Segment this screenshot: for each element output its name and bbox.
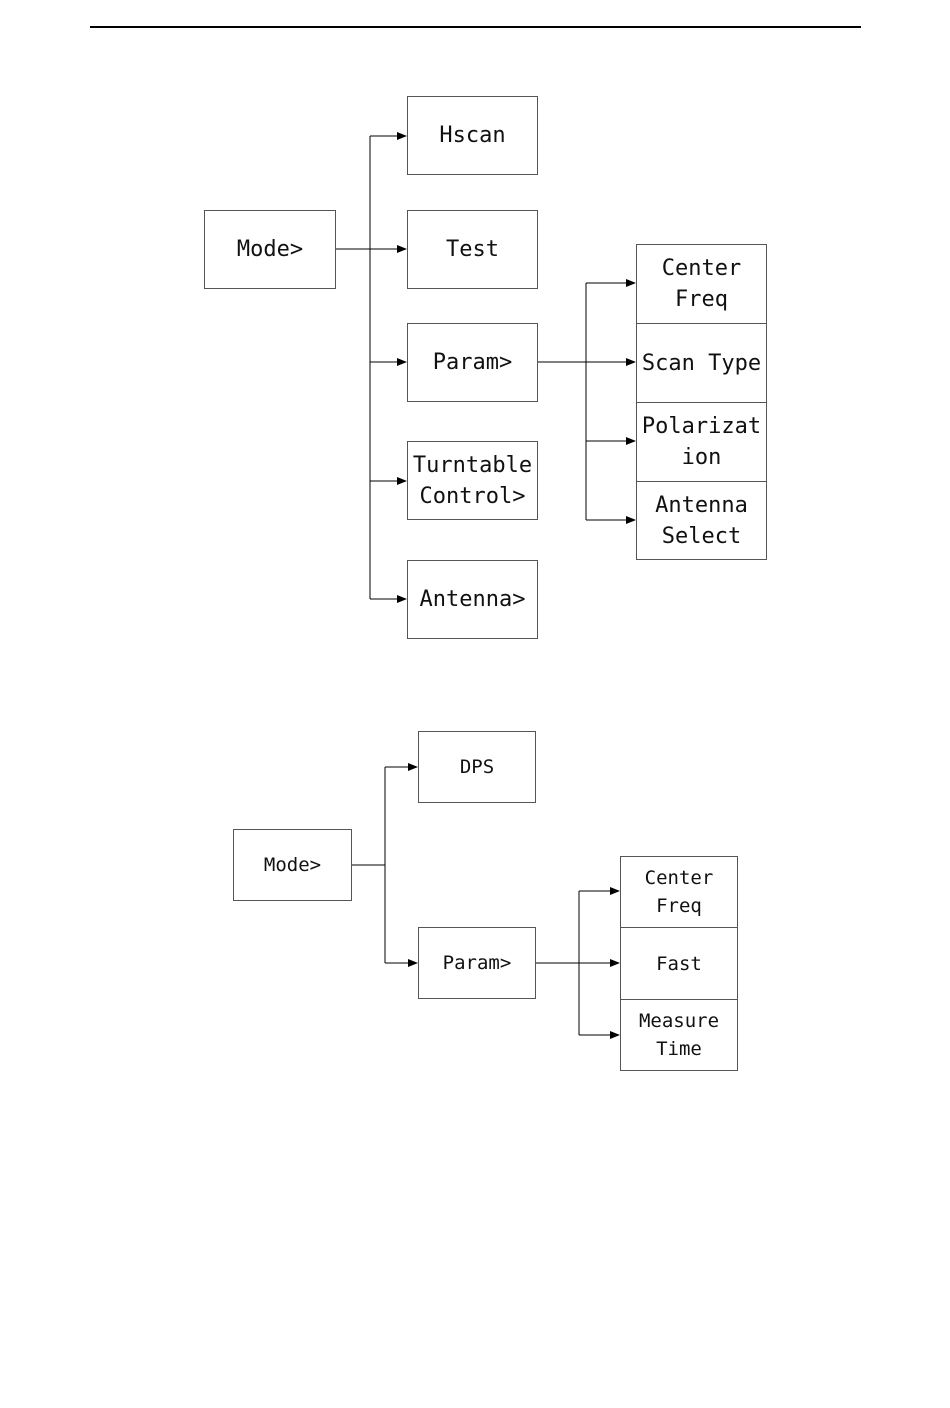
turntable-control-node: Turntable Control> (407, 441, 538, 520)
fast-node: Fast (620, 927, 738, 1000)
antenna-node: Antenna> (407, 560, 538, 639)
center-freq-node: Center Freq (636, 244, 767, 324)
node-label: Mode> (237, 234, 303, 265)
node-label: Mode> (264, 851, 321, 879)
node-label-line1: Center (662, 253, 741, 284)
hscan-node: Hscan (407, 96, 538, 175)
node-label-line1: Polarizat (642, 411, 761, 442)
mode-node-2: Mode> (233, 829, 352, 901)
node-label-line1: Measure (639, 1007, 719, 1035)
antenna-select-node: Antenna Select (636, 481, 767, 560)
node-label: DPS (460, 753, 494, 781)
node-label: Fast (656, 950, 702, 978)
node-label-line2: Select (662, 521, 741, 552)
dps-node: DPS (418, 731, 536, 803)
param-node: Param> (407, 323, 538, 402)
node-label-line2: ion (682, 442, 722, 473)
node-label-line2: Freq (656, 892, 702, 920)
node-label-line1: Antenna (655, 490, 748, 521)
node-label: Scan Type (642, 348, 761, 379)
node-label-line1: Turntable (413, 450, 532, 481)
node-label-line2: Time (656, 1035, 702, 1063)
node-label-line1: Center (645, 864, 714, 892)
node-label: Param> (443, 949, 512, 977)
node-label: Antenna> (420, 584, 526, 615)
test-node: Test (407, 210, 538, 289)
node-label: Hscan (439, 120, 505, 151)
param-node-2: Param> (418, 927, 536, 999)
scan-type-node: Scan Type (636, 323, 767, 403)
mode-node: Mode> (204, 210, 336, 289)
polarization-node: Polarizat ion (636, 402, 767, 482)
node-label-line2: Control> (420, 481, 526, 512)
center-freq-node-2: Center Freq (620, 856, 738, 928)
measure-time-node: Measure Time (620, 999, 738, 1071)
node-label: Param> (433, 347, 512, 378)
node-label-line2: Freq (675, 284, 728, 315)
node-label: Test (446, 234, 499, 265)
